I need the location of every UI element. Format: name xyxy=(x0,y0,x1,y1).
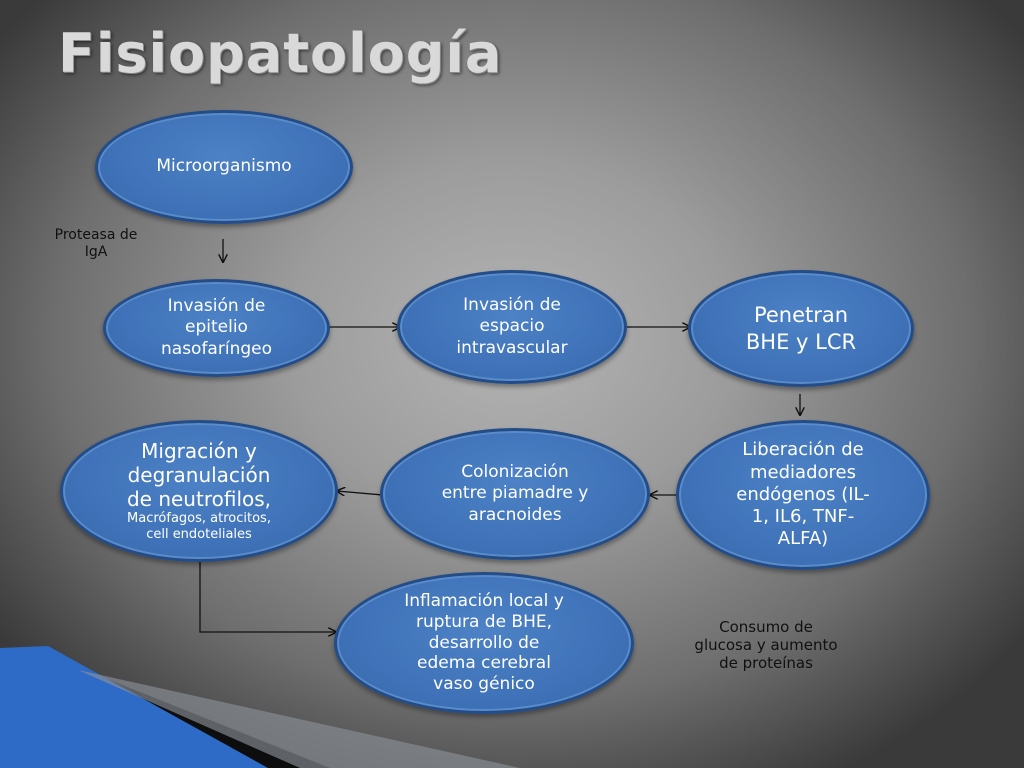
node-microorganismo-line-1: Microorganismo xyxy=(156,156,292,177)
node-migracion: Migración y degranulación de neutrofilos… xyxy=(60,420,338,562)
node-liberacion-line-2: mediadores xyxy=(750,461,856,483)
node-invasion-epitelio-line-1: Invasión de xyxy=(167,296,266,317)
node-liberacion-line-1: Liberación de xyxy=(742,439,864,461)
node-migracion-sub-line-2: cell endoteliales xyxy=(146,527,252,542)
node-migracion-line-1: Migración y xyxy=(141,438,257,463)
node-liberacion-line-4: 1, IL6, TNF- xyxy=(751,506,855,528)
node-invasion-espacio-line-2: espacio xyxy=(479,316,545,337)
node-colonizacion-line-2: entre piamadre y xyxy=(441,483,589,504)
arrow-colonizacion-to-migracion xyxy=(337,491,384,495)
note-proteasa-line-1: Proteasa de xyxy=(54,227,138,243)
node-inflamacion-line-2: ruptura de BHE, xyxy=(415,611,553,632)
note-proteasa: Proteasa de IgA xyxy=(46,227,146,261)
node-liberacion-line-5: ALFA) xyxy=(777,528,829,550)
node-colonizacion: Colonización entre piamadre y aracnoides xyxy=(380,428,650,560)
node-liberacion: Liberación de mediadores endógenos (IL- … xyxy=(676,420,930,570)
note-consumo-line-1: Consumo de xyxy=(719,618,813,636)
note-consumo-line-2: glucosa y aumento xyxy=(694,636,838,654)
node-microorganismo: Microorganismo xyxy=(95,110,353,224)
node-invasion-espacio: Invasión de espacio intravascular xyxy=(397,270,627,384)
node-inflamacion-line-1: Inflamación local y xyxy=(404,591,564,612)
node-penetran-line-1: Penetran xyxy=(753,303,849,328)
node-inflamacion: Inflamación local y ruptura de BHE, desa… xyxy=(334,572,634,714)
node-invasion-epitelio-line-3: nasofaríngeo xyxy=(161,338,272,359)
node-inflamacion-line-5: vaso génico xyxy=(433,674,535,695)
node-colonizacion-line-1: Colonización xyxy=(461,462,569,483)
node-penetran-line-2: BHE y LCR xyxy=(745,329,857,354)
node-migracion-line-2: degranulación xyxy=(127,462,271,487)
node-invasion-epitelio-line-2: epitelio xyxy=(185,317,248,338)
arrow-migracion-to-inflamacion xyxy=(199,562,336,632)
slide-title: Fisiopatología xyxy=(58,22,503,85)
node-invasion-epitelio: Invasión de epitelio nasofaríngeo xyxy=(103,279,330,377)
note-consumo: Consumo de glucosa y aumento de proteína… xyxy=(678,618,854,672)
node-invasion-espacio-line-1: Invasión de xyxy=(463,295,561,316)
node-migracion-line-3: de neutrofilos, xyxy=(126,486,272,511)
node-liberacion-line-3: endógenos (IL- xyxy=(736,483,870,505)
node-penetran: Penetran BHE y LCR xyxy=(688,270,914,387)
note-proteasa-line-2: IgA xyxy=(84,243,108,260)
node-inflamacion-line-4: edema cerebral xyxy=(417,653,551,674)
node-inflamacion-line-3: desarrollo de xyxy=(428,632,540,653)
node-invasion-espacio-line-3: intravascular xyxy=(456,337,568,358)
node-migracion-sub-line-1: Macrófagos, atrocitos, xyxy=(127,510,271,526)
note-consumo-line-3: de proteínas xyxy=(719,654,813,672)
node-colonizacion-line-3: aracnoides xyxy=(468,504,562,525)
